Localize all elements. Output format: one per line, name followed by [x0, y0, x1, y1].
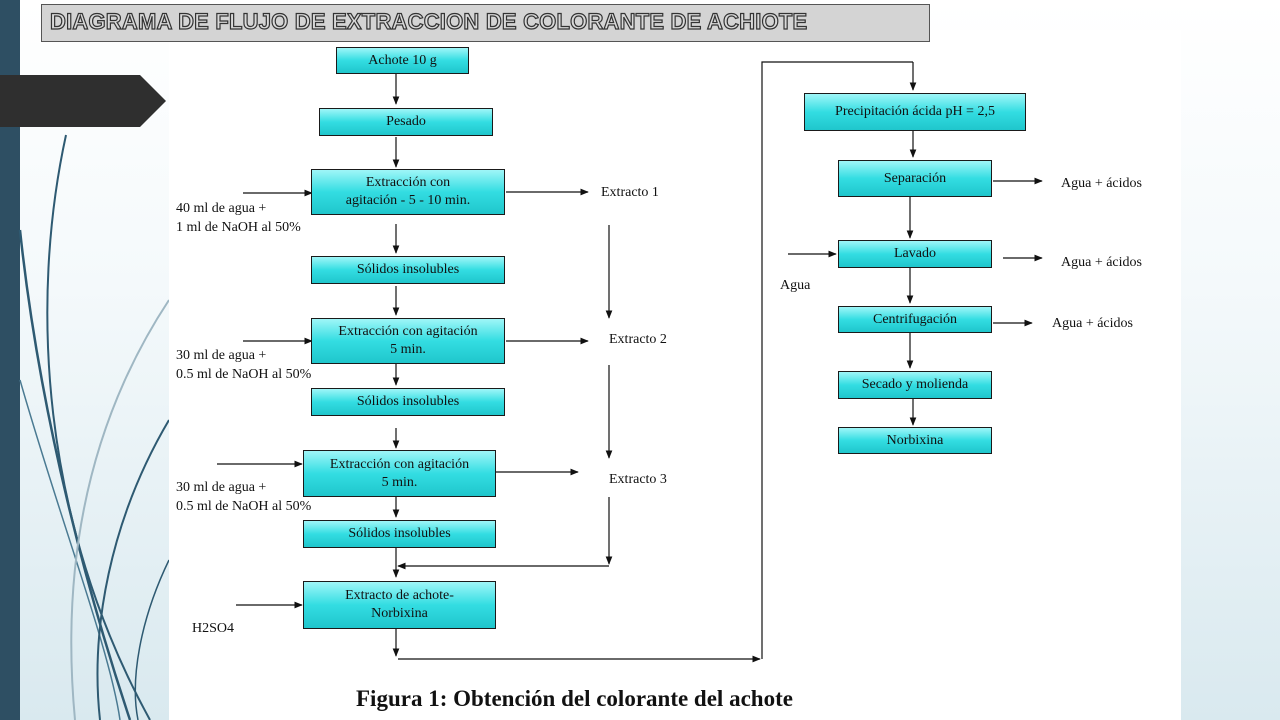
label-agua-acidos-2: Agua + ácidos — [1061, 255, 1142, 270]
box-secado-molienda: Secado y molienda — [838, 371, 992, 399]
left-sidebar-strip — [0, 0, 20, 720]
label-input-1: 40 ml de agua + 1 ml de NaOH al 50% — [176, 201, 301, 235]
box-extracto-norbixina: Extracto de achote- Norbixina — [303, 581, 496, 629]
label-input-2: 30 ml de agua + 0.5 ml de NaOH al 50% — [176, 348, 312, 382]
label-extracto-2: Extracto 2 — [609, 332, 667, 347]
box-solidos-insolubles-1: Sólidos insolubles — [311, 256, 505, 284]
label-input-3: 30 ml de agua + 0.5 ml de NaOH al 50% — [176, 480, 312, 514]
label-h2so4: H2SO4 — [192, 621, 235, 636]
label-extracto-3: Extracto 3 — [609, 472, 667, 487]
box-solidos-insolubles-3: Sólidos insolubles — [303, 520, 496, 548]
box-lavado: Lavado — [838, 240, 992, 268]
box-extraccion-3: Extracción con agitación 5 min. — [303, 450, 496, 497]
label-agua: Agua — [780, 278, 811, 293]
box-extraccion-2: Extracción con agitación 5 min. — [311, 318, 505, 364]
page-title: DIAGRAMA DE FLUJO DE EXTRACCION DE COLOR… — [49, 8, 808, 34]
box-precipitacion: Precipitación ácida pH = 2,5 — [804, 93, 1026, 131]
box-achote: Achote 10 g — [336, 47, 469, 74]
chevron-tab-shape — [0, 75, 166, 127]
label-agua-acidos-3: Agua + ácidos — [1052, 316, 1133, 331]
box-solidos-insolubles-2: Sólidos insolubles — [311, 388, 505, 416]
title-banner — [41, 4, 930, 42]
decorative-curves — [18, 134, 170, 720]
box-norbixina: Norbixina — [838, 427, 992, 454]
label-agua-acidos-1: Agua + ácidos — [1061, 176, 1142, 191]
box-extraccion-1: Extracción con agitación - 5 - 10 min. — [311, 169, 505, 215]
figure-caption: Figura 1: Obtención del colorante del ac… — [356, 686, 793, 711]
box-centrifugacion: Centrifugación — [838, 306, 992, 333]
box-separacion: Separación — [838, 160, 992, 197]
label-extracto-1: Extracto 1 — [601, 185, 659, 200]
box-pesado: Pesado — [319, 108, 493, 136]
